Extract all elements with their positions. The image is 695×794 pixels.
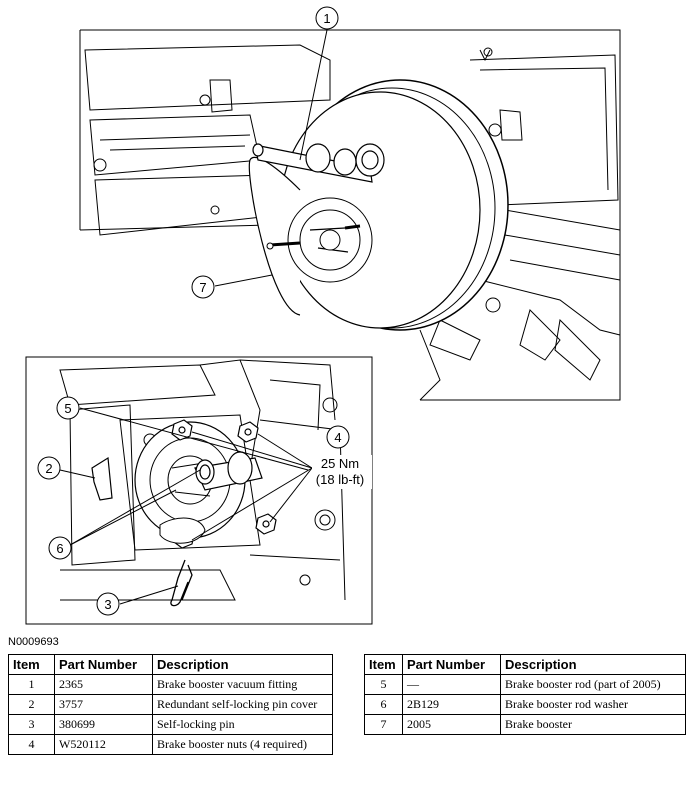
item-cell: 7 <box>364 714 403 735</box>
parts-table-left: Item Part Number Description 1 2365 Brak… <box>8 654 333 755</box>
table-row: 2 3757 Redundant self-locking pin cover <box>8 694 333 715</box>
description-cell: Brake booster nuts (4 required) <box>152 734 333 755</box>
header-part-number: Part Number <box>54 654 153 675</box>
callout-3: 3 <box>96 592 120 616</box>
callout-6: 6 <box>48 536 72 560</box>
description-cell: Brake booster vacuum fitting <box>152 674 333 695</box>
parts-table-right: Item Part Number Description 5 — Brake b… <box>364 654 686 735</box>
description-cell: Redundant self-locking pin cover <box>152 694 333 715</box>
table-row: 3 380699 Self-locking pin <box>8 714 333 735</box>
brake-booster <box>248 79 509 331</box>
callout-4: 4 <box>326 425 350 449</box>
svg-text:3: 3 <box>104 597 111 612</box>
self-locking-pin <box>170 559 193 607</box>
item-cell: 6 <box>364 694 403 715</box>
svg-text:1: 1 <box>323 11 330 26</box>
part-number-cell: 380699 <box>54 714 153 735</box>
header-item: Item <box>364 654 403 675</box>
description-cell: Brake booster rod washer <box>500 694 686 715</box>
callout-2: 2 <box>37 456 61 480</box>
part-number-cell: 3757 <box>54 694 153 715</box>
torque-imperial: (18 lb-ft) <box>316 472 364 487</box>
header-description: Description <box>500 654 686 675</box>
table-row: 4 W520112 Brake booster nuts (4 required… <box>8 734 333 755</box>
table-header-row: Item Part Number Description <box>364 654 686 675</box>
part-number-cell: — <box>402 674 501 695</box>
table-row: 7 2005 Brake booster <box>364 714 686 735</box>
vacuum-fitting <box>252 143 385 183</box>
booster-rod <box>194 451 263 491</box>
description-cell: Brake booster <box>500 714 686 735</box>
part-number-cell: 2005 <box>402 714 501 735</box>
part-number-cell: 2B129 <box>402 694 501 715</box>
item-cell: 3 <box>8 714 55 735</box>
svg-text:6: 6 <box>56 541 63 556</box>
callout-1: 1 <box>315 6 339 30</box>
svg-text:4: 4 <box>334 430 341 445</box>
description-cell: Brake booster rod (part of 2005) <box>500 674 686 695</box>
table-row: 6 2B129 Brake booster rod washer <box>364 694 686 715</box>
leader-lines <box>59 29 328 605</box>
callout-7: 7 <box>191 275 215 299</box>
part-number-cell: 2365 <box>54 674 153 695</box>
item-cell: 5 <box>364 674 403 695</box>
header-item: Item <box>8 654 55 675</box>
exploded-view-illustration: 1 7 5 2 6 3 4 25 Nm (18 lb-ft) <box>25 6 621 625</box>
svg-text:2: 2 <box>45 461 52 476</box>
table-row: 5 — Brake booster rod (part of 2005) <box>364 674 686 695</box>
pin-cover <box>91 456 113 501</box>
part-number-cell: W520112 <box>54 734 153 755</box>
item-cell: 1 <box>8 674 55 695</box>
svg-text:5: 5 <box>64 401 71 416</box>
item-cell: 4 <box>8 734 55 755</box>
table-row: 1 2365 Brake booster vacuum fitting <box>8 674 333 695</box>
description-cell: Self-locking pin <box>152 714 333 735</box>
callouts: 1 7 5 2 6 3 4 <box>37 6 350 616</box>
header-part-number: Part Number <box>402 654 501 675</box>
callout-5: 5 <box>56 396 80 420</box>
svg-text:7: 7 <box>199 280 206 295</box>
torque-metric: 25 Nm <box>321 456 359 471</box>
table-header-row: Item Part Number Description <box>8 654 333 675</box>
header-description: Description <box>152 654 333 675</box>
detail-inset <box>25 356 373 625</box>
item-cell: 2 <box>8 694 55 715</box>
figure-id: N0009693 <box>8 636 59 648</box>
torque-spec: 25 Nm (18 lb-ft) <box>312 455 372 489</box>
